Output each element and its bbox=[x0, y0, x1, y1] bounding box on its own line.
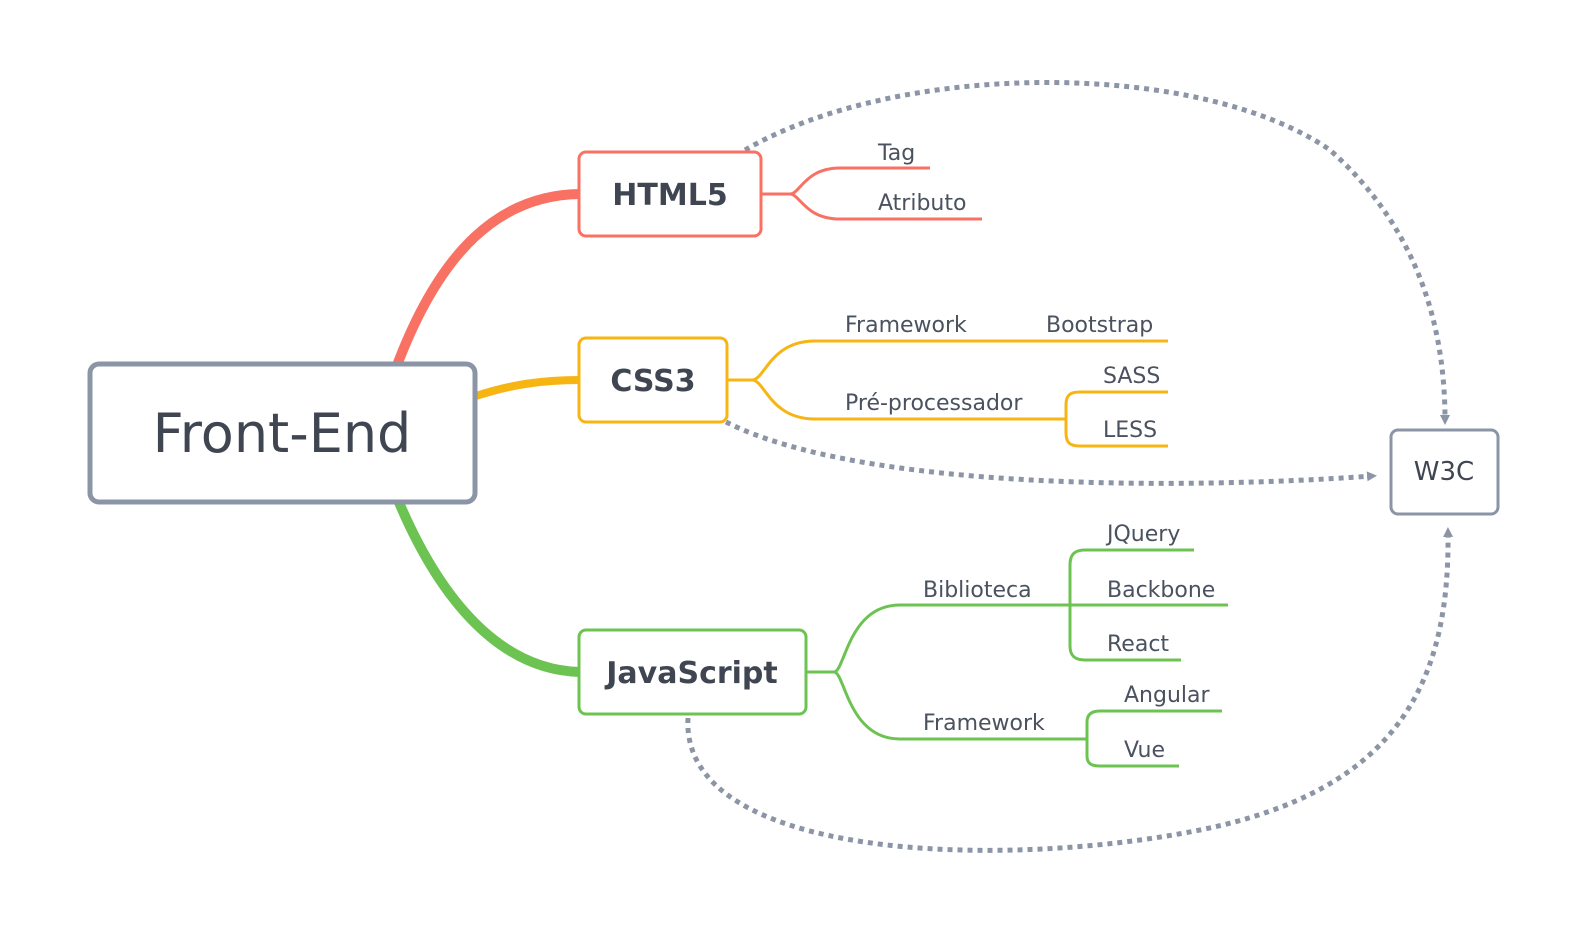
root-label: Front-End bbox=[153, 402, 412, 465]
node-html5[interactable]: HTML5 bbox=[577, 150, 763, 238]
topic-vue[interactable]: Vue bbox=[1124, 738, 1165, 763]
node-javascript[interactable]: JavaScript bbox=[577, 628, 808, 716]
connector-preprocessador-children bbox=[1064, 390, 1168, 448]
node-w3c[interactable]: W3C bbox=[1389, 428, 1500, 516]
topic-tag[interactable]: Tag bbox=[877, 141, 915, 166]
connector-html5-children bbox=[762, 166, 982, 221]
topic-atributo[interactable]: Atributo bbox=[878, 191, 966, 216]
css3-label: CSS3 bbox=[610, 364, 695, 399]
root-node[interactable]: Front-End bbox=[87, 361, 478, 505]
branch-javascript bbox=[393, 495, 585, 677]
topic-angular[interactable]: Angular bbox=[1124, 683, 1210, 708]
javascript-subtree: Biblioteca JQuery Backbone React Framewo… bbox=[806, 522, 1228, 768]
connector-js-framework-children bbox=[1085, 709, 1222, 768]
topic-js-framework[interactable]: Framework bbox=[923, 711, 1045, 736]
html5-subtree: Tag Atributo bbox=[762, 141, 982, 221]
topic-jquery[interactable]: JQuery bbox=[1105, 522, 1180, 547]
topic-bootstrap[interactable]: Bootstrap bbox=[1046, 313, 1153, 338]
branch-css3 bbox=[472, 376, 584, 400]
topic-biblioteca[interactable]: Biblioteca bbox=[923, 578, 1032, 603]
relation-html5-w3c bbox=[743, 80, 1450, 425]
topic-css-framework[interactable]: Framework bbox=[845, 313, 967, 338]
w3c-label: W3C bbox=[1414, 457, 1474, 487]
topic-backbone[interactable]: Backbone bbox=[1107, 578, 1215, 603]
connector-biblioteca-children bbox=[1068, 548, 1228, 662]
html5-label: HTML5 bbox=[612, 178, 727, 213]
topic-preprocessador[interactable]: Pré-processador bbox=[845, 391, 1023, 416]
javascript-label: JavaScript bbox=[604, 656, 778, 691]
node-css3[interactable]: CSS3 bbox=[577, 336, 729, 424]
relation-javascript-w3c bbox=[685, 527, 1454, 853]
relation-css3-w3c bbox=[724, 419, 1377, 486]
css3-subtree: Framework Bootstrap Pré-processador SASS… bbox=[728, 313, 1168, 448]
topic-react[interactable]: React bbox=[1107, 632, 1169, 657]
topic-sass[interactable]: SASS bbox=[1103, 364, 1160, 389]
topic-less[interactable]: LESS bbox=[1103, 418, 1157, 443]
branch-html5 bbox=[391, 189, 585, 373]
connector-javascript-children bbox=[806, 603, 1087, 741]
connector-css3-children bbox=[728, 339, 1168, 421]
